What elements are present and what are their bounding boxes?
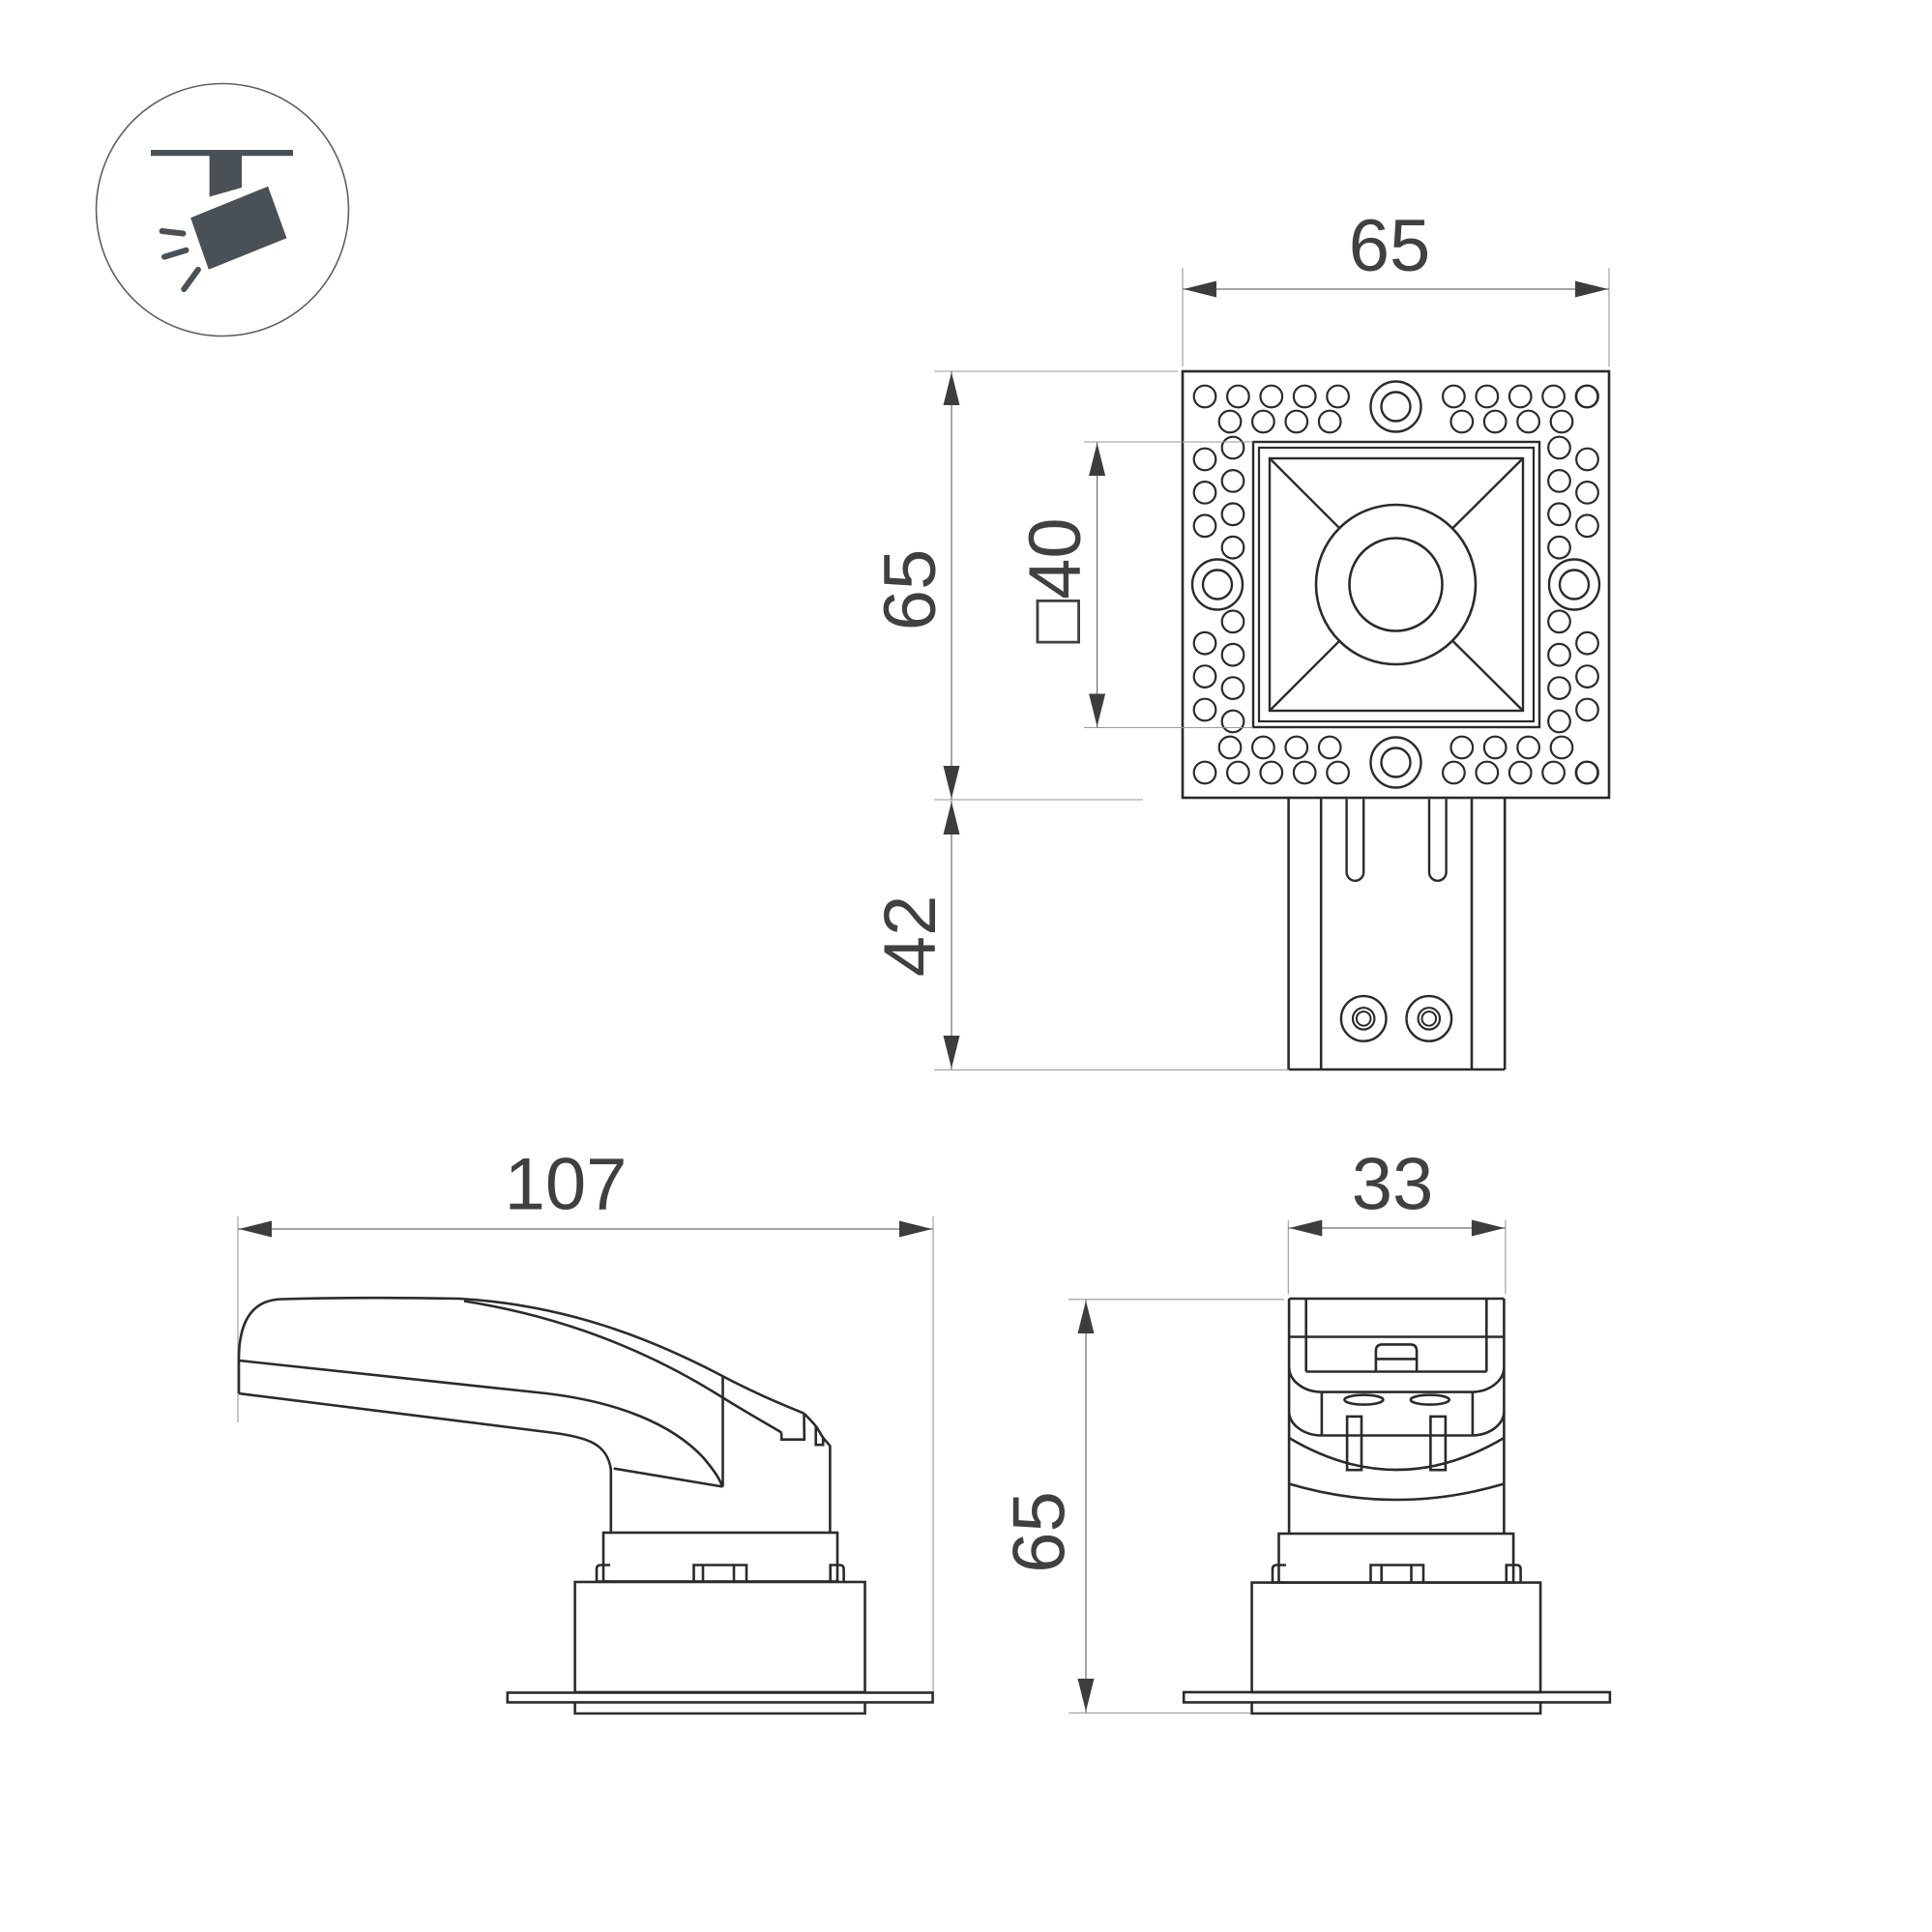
svg-text:65: 65: [1349, 205, 1431, 287]
svg-text:33: 33: [1352, 1144, 1434, 1226]
svg-text:42: 42: [869, 895, 951, 978]
svg-text:□40: □40: [1014, 517, 1097, 643]
svg-text:65: 65: [999, 1491, 1081, 1573]
svg-text:107: 107: [505, 1144, 628, 1226]
svg-text:65: 65: [869, 549, 951, 631]
